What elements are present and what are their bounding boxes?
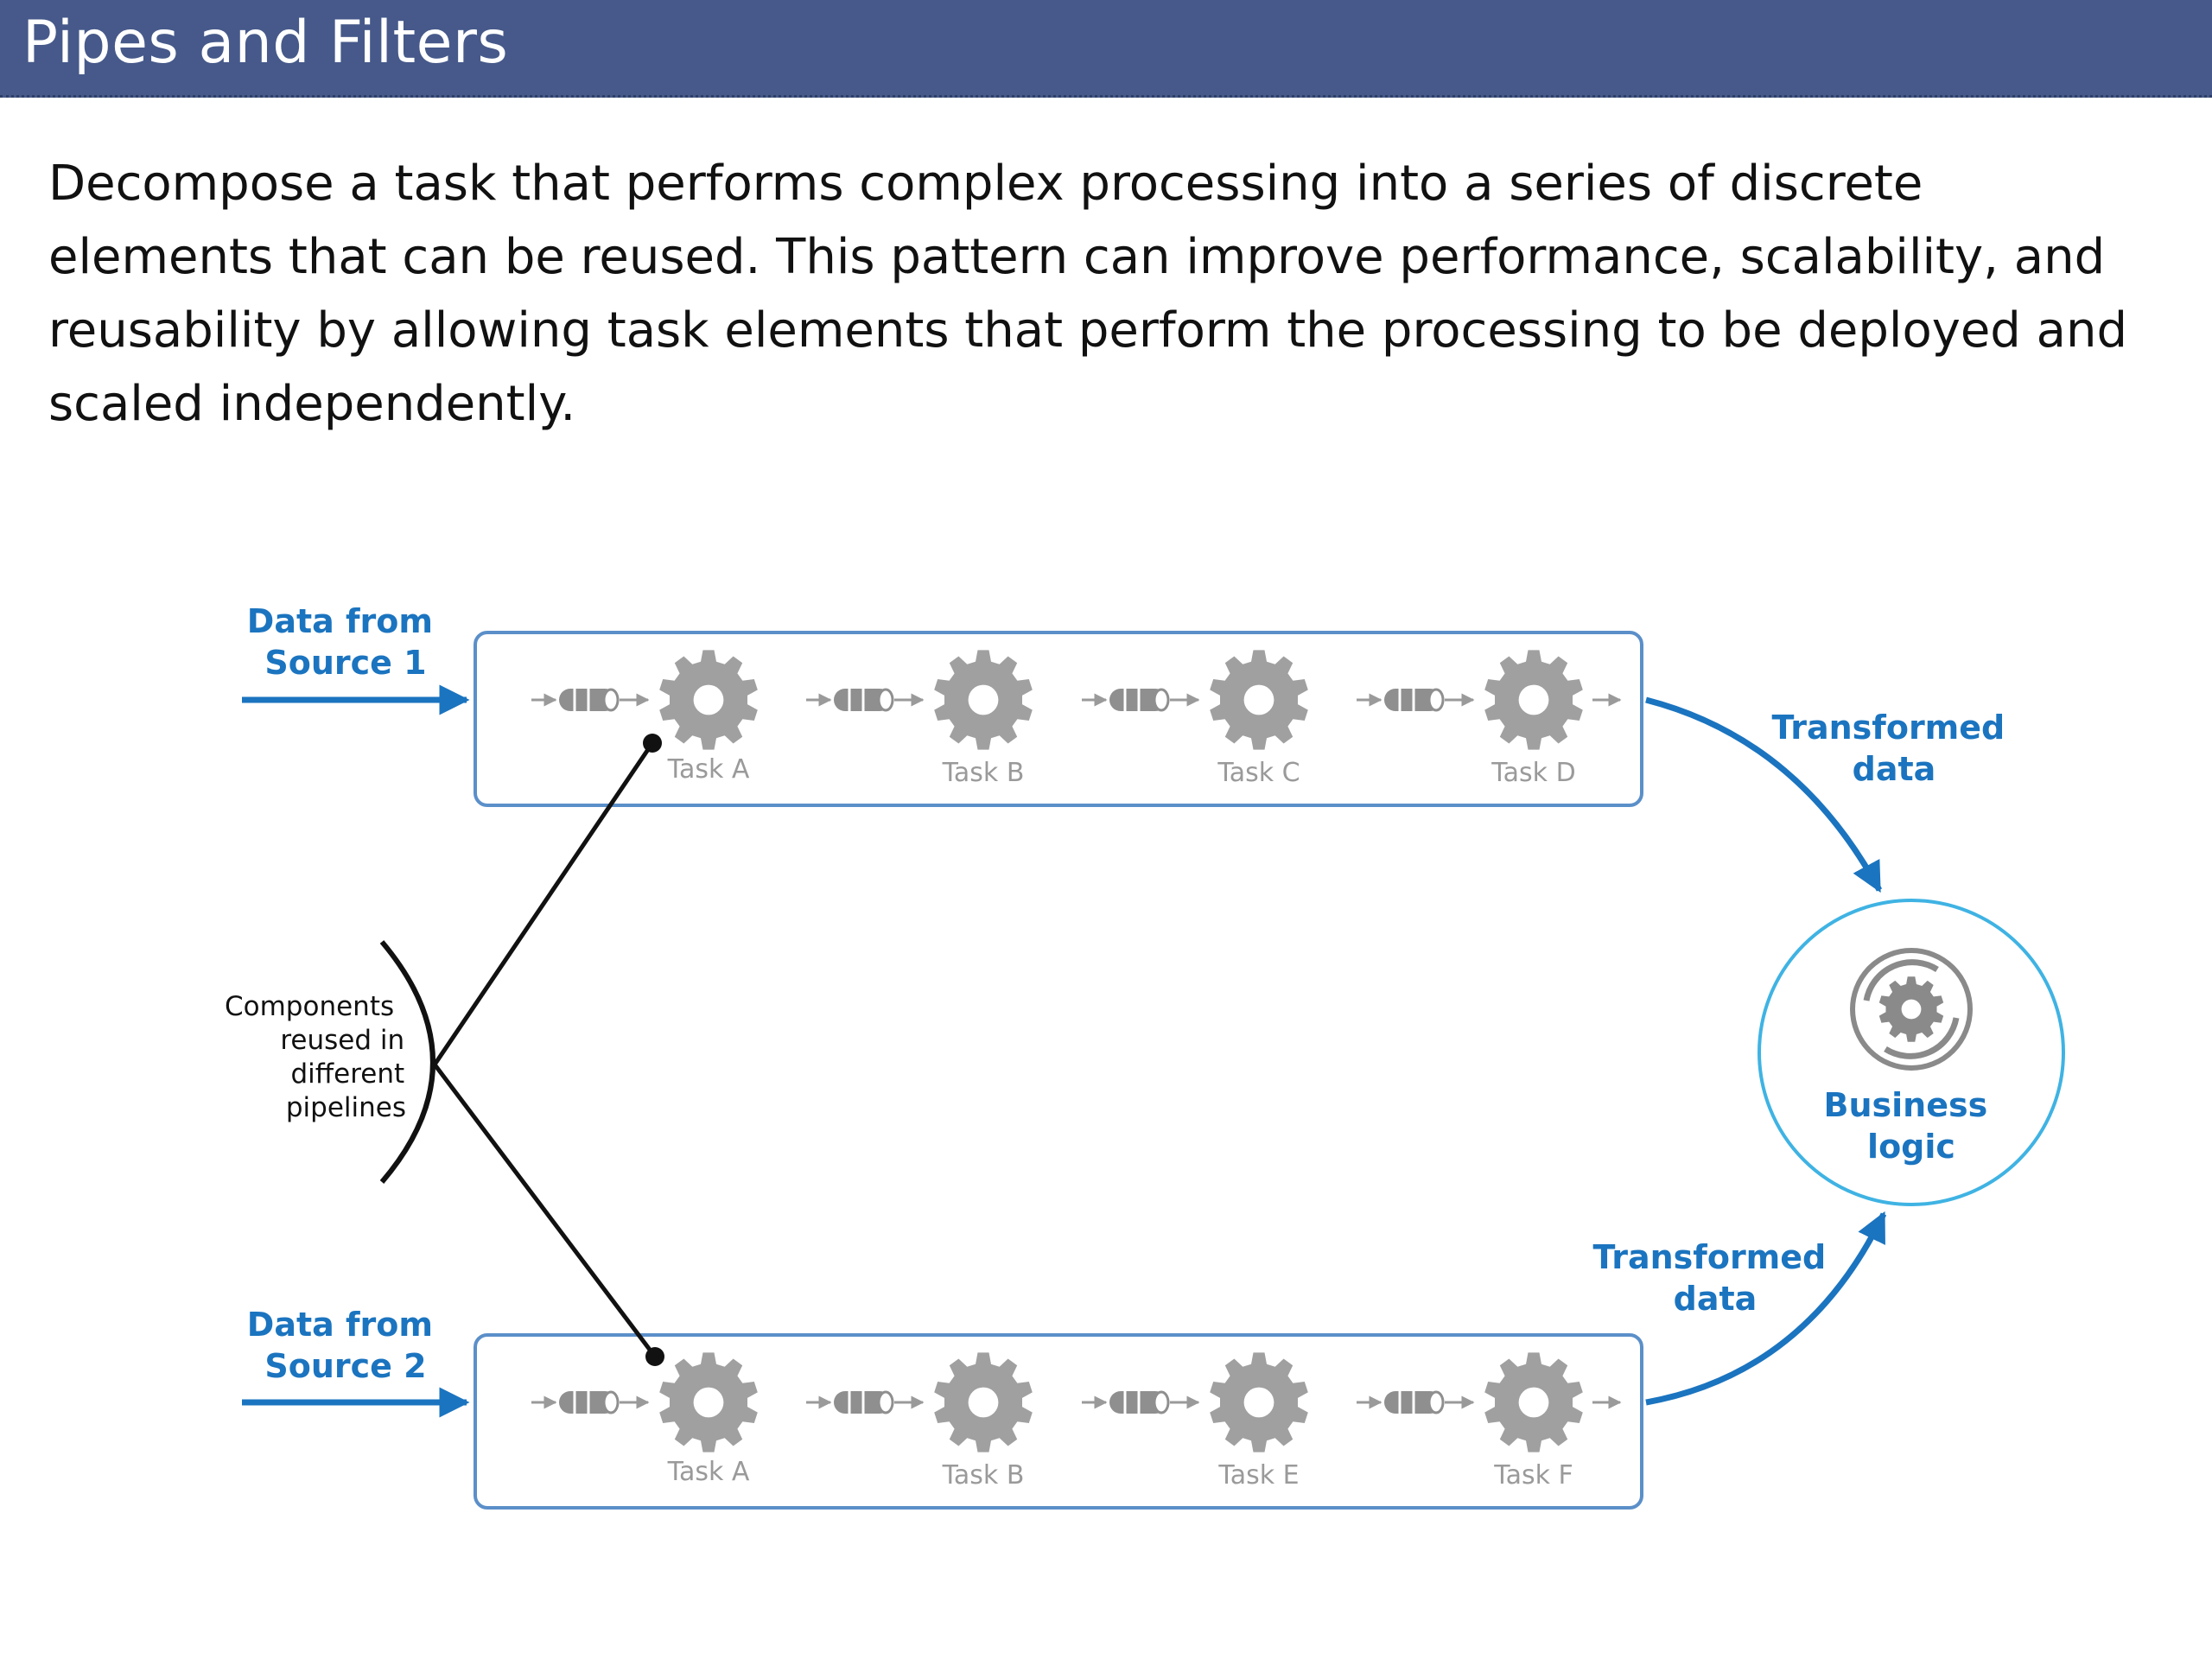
output-1-arrow	[1645, 696, 1883, 893]
business-logic-icon	[1850, 948, 1973, 1071]
task-label: Task A	[667, 1457, 750, 1487]
reuse-line-top	[432, 741, 655, 1066]
title-bar: Pipes and Filters	[0, 0, 2212, 98]
gear-icon	[659, 650, 758, 750]
description-text: Decompose a task that performs complex p…	[48, 156, 2128, 432]
pipe-icon	[1357, 1390, 1475, 1414]
pipe-icon	[806, 1390, 925, 1414]
task-label: Task E	[1217, 1460, 1299, 1491]
gear-icon	[659, 1352, 758, 1452]
reuse-bracket	[379, 940, 435, 1184]
pipe-icon	[1082, 688, 1200, 712]
pipeline-2-box	[474, 1333, 1643, 1510]
task-label: Task B	[942, 1460, 1025, 1491]
task-label: Task C	[1217, 758, 1300, 788]
gear-icon	[1210, 650, 1308, 750]
reuse-dot-bottom	[645, 1347, 664, 1366]
pipe-icon	[1082, 1390, 1200, 1414]
gear-icon	[1484, 1352, 1583, 1452]
output-2-label: Transformed data	[1593, 1238, 1838, 1318]
gear-icon	[934, 650, 1033, 750]
pipe-icon	[531, 1390, 650, 1414]
task-label: Task D	[1491, 758, 1575, 788]
pipe-icon	[531, 688, 650, 712]
output-2-arrow	[1645, 1211, 1887, 1406]
gear-icon	[1484, 650, 1583, 750]
pipe-icon	[1357, 688, 1475, 712]
business-logic-label: Business logic	[1824, 1086, 1999, 1166]
gear-icon	[934, 1352, 1033, 1452]
source-1-label: Data from Source 1	[247, 602, 444, 682]
task-label: Task B	[942, 758, 1025, 788]
output-1-label: Transformed data	[1772, 709, 2017, 788]
task-label: Task F	[1493, 1460, 1573, 1491]
source-2-label: Data from Source 2	[247, 1306, 444, 1385]
reuse-dot-top	[643, 734, 662, 753]
business-logic-circle	[1758, 899, 2065, 1206]
pipe-icon	[806, 688, 925, 712]
page-title: Pipes and Filters	[22, 9, 509, 77]
gear-icon	[1878, 976, 1944, 1042]
gear-icon	[1210, 1352, 1308, 1452]
reuse-line-bottom	[433, 1063, 657, 1358]
pipeline-1-box	[474, 631, 1643, 807]
reuse-note: Components reused in different pipelines	[225, 991, 413, 1123]
task-label: Task A	[667, 754, 750, 785]
